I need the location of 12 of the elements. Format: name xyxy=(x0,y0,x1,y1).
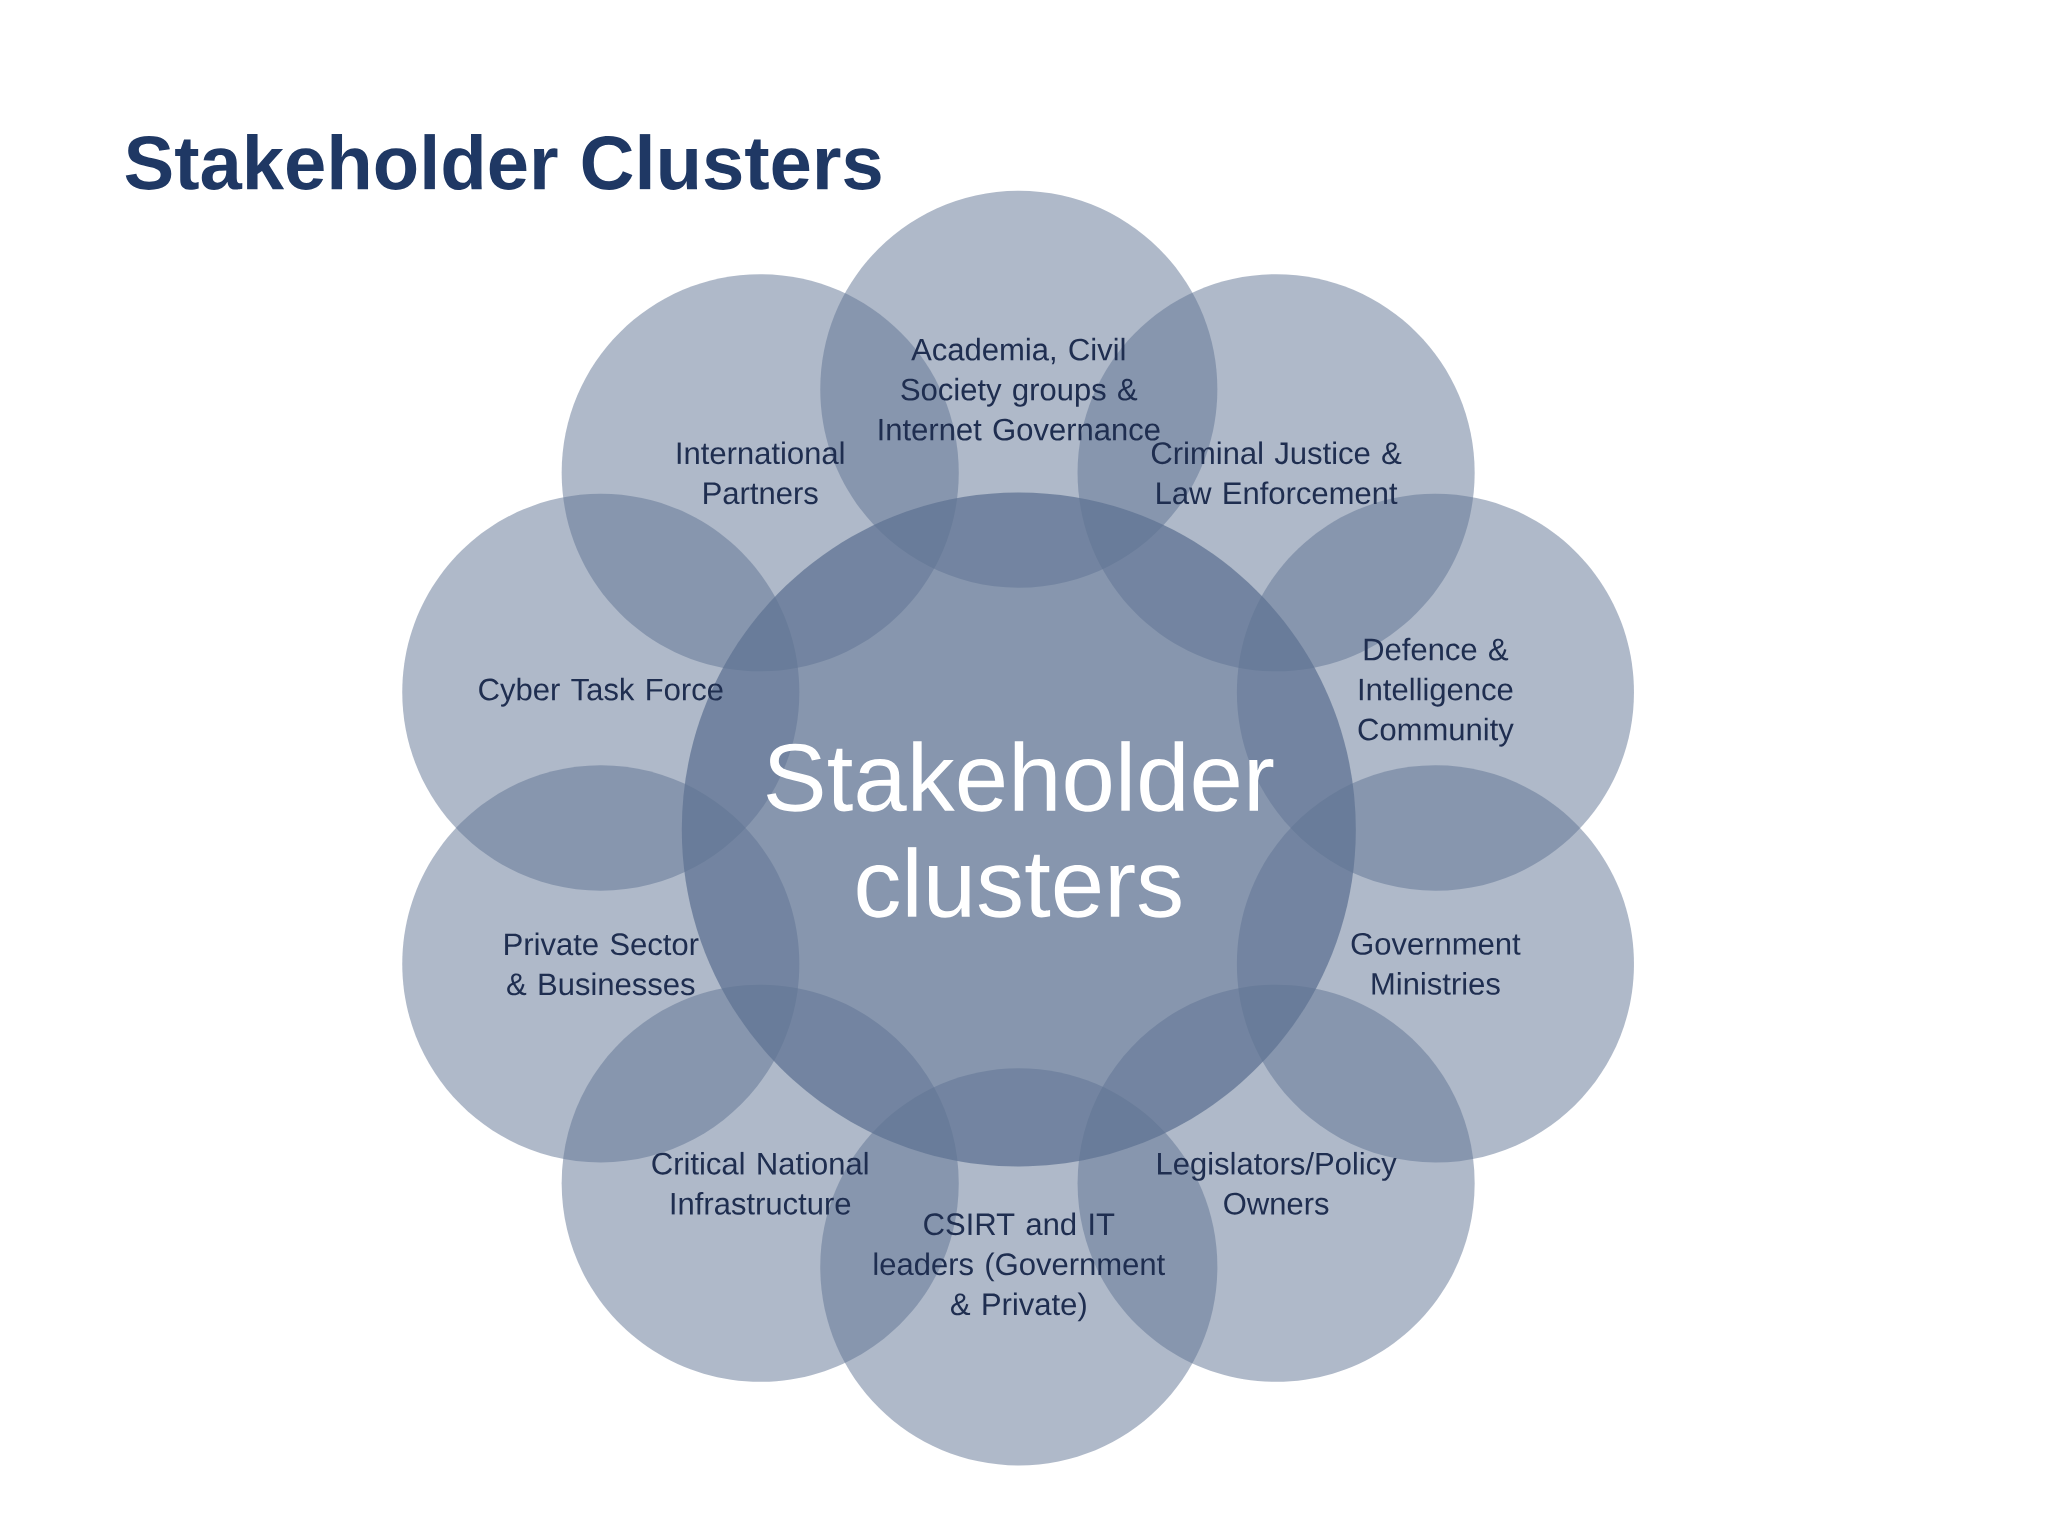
cluster-label: International Partners xyxy=(677,441,844,505)
cluster-label: Academia, Civil Society groups & Internet Governance xyxy=(879,337,1160,441)
cluster-label: Government Ministries xyxy=(1351,932,1521,995)
cluster-label: Criminal Justice & Law Enforcement xyxy=(1151,441,1402,505)
cluster-label: Private Sector & Businesses xyxy=(505,932,699,996)
title: Stakeholder Clusters xyxy=(125,134,881,190)
cluster-label: Critical National Infrastructure xyxy=(652,1151,868,1215)
cluster-label: Defence & Intelligence Community xyxy=(1358,637,1514,747)
hub-label: Stakeholder clusters xyxy=(767,741,1274,918)
cluster-label: Cyber Task Force xyxy=(479,677,723,707)
cluster-label: Legislators/Policy Owners xyxy=(1158,1151,1397,1215)
cluster-label: CSIRT and IT leaders (Government & Private) xyxy=(874,1212,1165,1322)
